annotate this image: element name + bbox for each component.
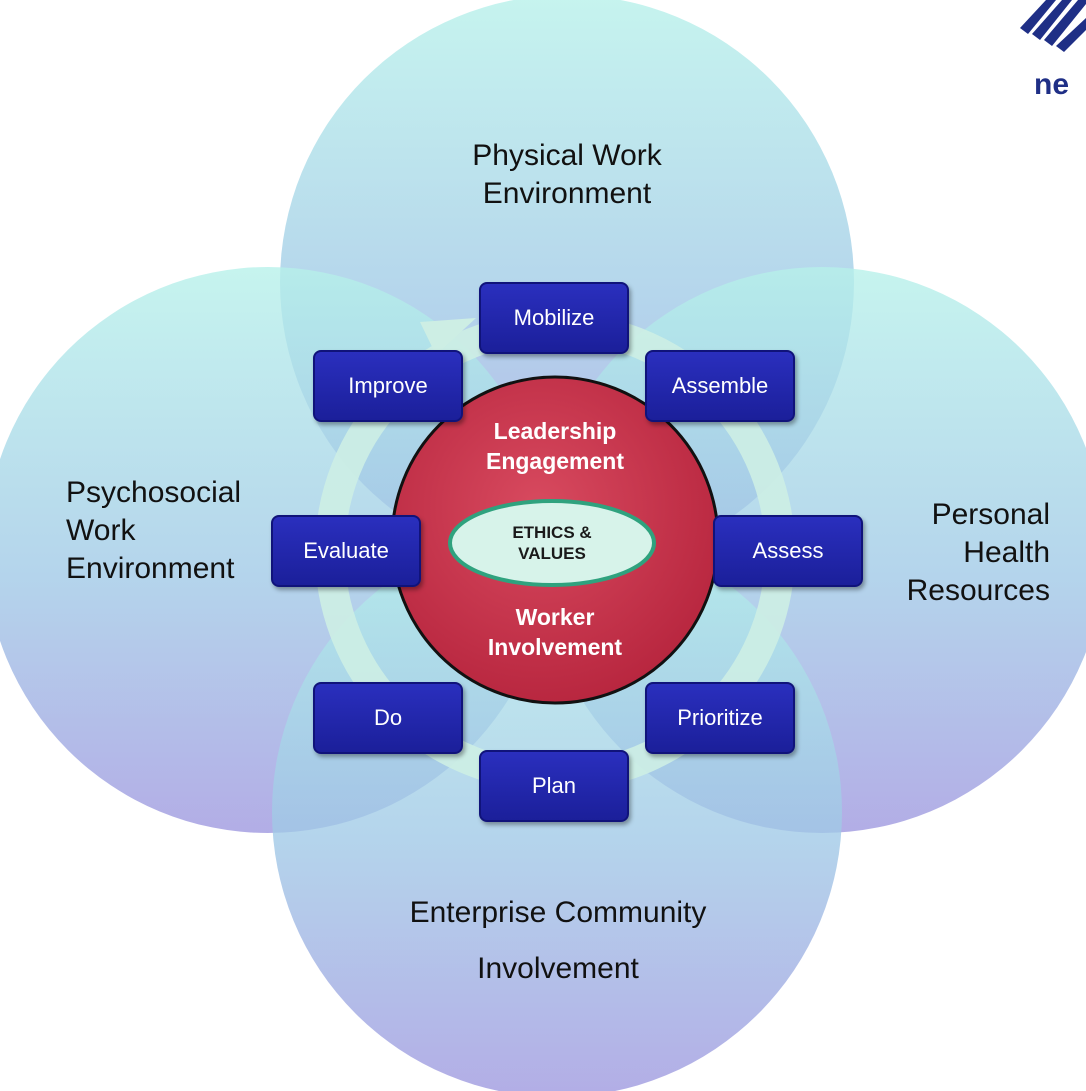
worker-line1: Worker [515, 604, 595, 630]
personal-label-line3: Resources [906, 574, 1050, 607]
logo-text: ne [1034, 68, 1070, 101]
personal-label-line2: Health [963, 536, 1050, 569]
step-do-button[interactable]: Do [313, 682, 463, 754]
psychosocial-label-line2: Work [66, 514, 136, 547]
worker-line2: Involvement [487, 634, 623, 660]
personal-label-line1: Personal [931, 498, 1050, 531]
step-prioritize-button[interactable]: Prioritize [645, 682, 795, 754]
worker-involvement-label: Worker Involvement [455, 602, 655, 662]
enterprise-label-line2: Involvement [477, 952, 639, 985]
physical-label-line1: Physical Work [472, 139, 662, 172]
psychosocial-label-line1: Psychosocial [66, 476, 242, 509]
leadership-line2: Engagement [485, 448, 625, 474]
physical-domain-label: Physical Work Environment [452, 137, 682, 213]
step-mobilize-button[interactable]: Mobilize [479, 282, 629, 354]
ethics-line2: VALUES [518, 544, 586, 563]
enterprise-label-line1: Enterprise Community [409, 896, 707, 929]
physical-label-line2: Environment [482, 177, 652, 210]
ethics-line1: ETHICS & [512, 523, 592, 542]
leadership-engagement-label: Leadership Engagement [455, 416, 655, 476]
ethics-values-label: ETHICS & VALUES [492, 522, 612, 564]
cycle-arrow-icon [420, 318, 476, 355]
leadership-line1: Leadership [493, 418, 617, 444]
step-assemble-button[interactable]: Assemble [645, 350, 795, 422]
step-plan-button[interactable]: Plan [479, 750, 629, 822]
personal-domain-label: Personal Health Resources [907, 496, 1050, 610]
psychosocial-label-line3: Environment [66, 552, 235, 585]
psychosocial-domain-label: Psychosocial Work Environment [66, 474, 241, 588]
step-evaluate-button[interactable]: Evaluate [271, 515, 421, 587]
step-assess-button[interactable]: Assess [713, 515, 863, 587]
step-improve-button[interactable]: Improve [313, 350, 463, 422]
enterprise-domain-label: Enterprise Community Involvement [358, 885, 758, 997]
logo-stripes-icon [1020, 0, 1086, 52]
ethics-values-ellipse [448, 499, 656, 587]
